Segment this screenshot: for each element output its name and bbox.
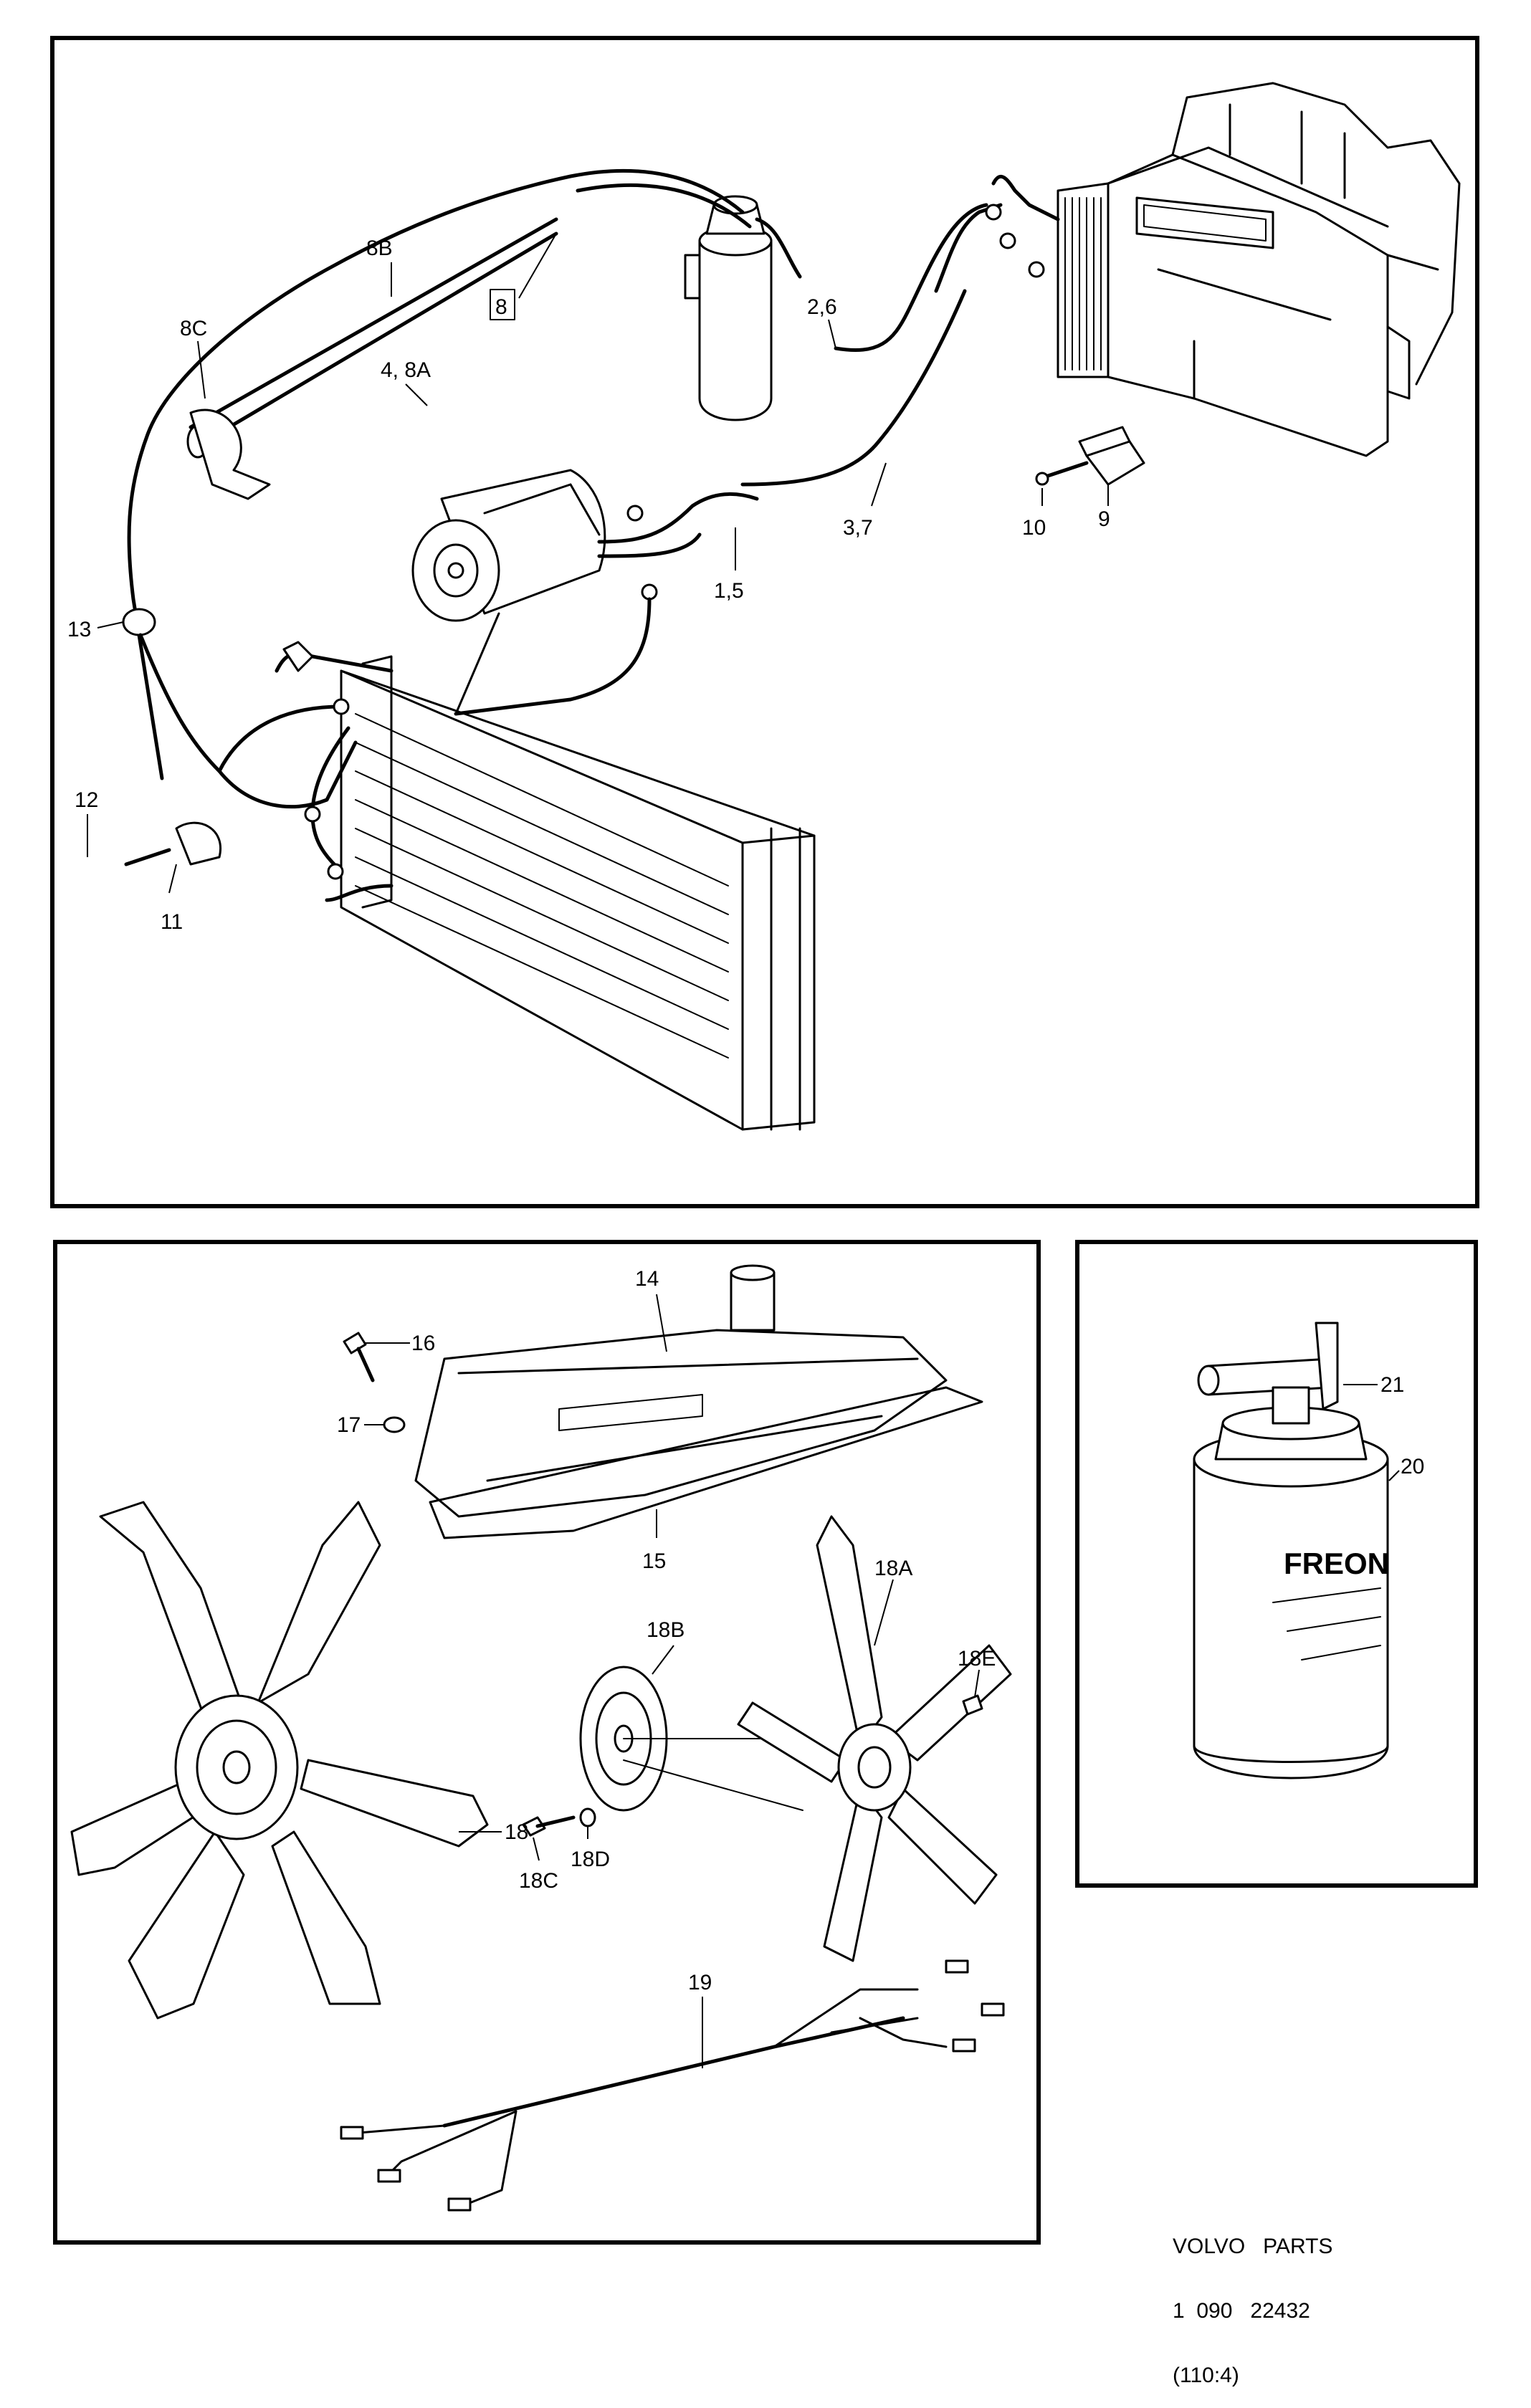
callout-18a: 18A [874, 1557, 912, 1580]
fan-shroud [414, 1264, 983, 1539]
fan-clutch-18b [579, 1666, 803, 1812]
refrigerant-can-drawing: FREON 21 20 [1193, 1322, 1424, 1779]
parts-reference: VOLVO PARTS 1 090 22432 (110:4) [1173, 2193, 1332, 2408]
hose-8b [186, 217, 558, 500]
callout-9: 9 [1098, 507, 1110, 531]
callout-21: 21 [1380, 1373, 1404, 1397]
fan-blade-18a [737, 1515, 1012, 1962]
fan-18 [70, 1501, 489, 2020]
callout-2-6: 2,6 [807, 295, 837, 319]
callouts-bottom-left: 14 16 17 15 18A 18B 18E 18C 18D 18 19 [337, 1267, 996, 2068]
bolt-16 [343, 1332, 406, 1433]
callout-13: 13 [67, 618, 91, 641]
callout-20: 20 [1401, 1455, 1424, 1478]
tap-valve [1197, 1322, 1339, 1425]
freon-can: FREON [1193, 1406, 1389, 1779]
callout-10: 10 [1022, 516, 1046, 540]
callout-8c: 8C [180, 317, 207, 340]
callout-14: 14 [635, 1267, 659, 1291]
evaporator-unit [1057, 82, 1461, 457]
callout-18c: 18C [519, 1869, 558, 1893]
callout-8b: 8B [366, 236, 393, 260]
footer-line-1: VOLVO PARTS [1173, 2235, 1333, 2258]
fan-and-shroud-drawing: 14 16 17 15 18A 18B 18E 18C 18D 18 19 [70, 1264, 1012, 2212]
wiring-harness-19 [340, 1959, 1005, 2212]
callout-18: 18 [505, 1820, 528, 1844]
callout-18d: 18D [571, 1848, 610, 1871]
callout-15: 15 [642, 1549, 666, 1573]
fan-and-shroud-panel: 14 16 17 15 18A 18B 18E 18C 18D 18 19 [53, 1240, 1041, 2245]
callout-19: 19 [688, 1971, 712, 1994]
callout-1-5: 1,5 [714, 579, 744, 603]
ac-system-drawing: 8B 8C 8 4, 8A 2,6 3,7 10 9 1,5 13 12 11 [67, 82, 1461, 1131]
callout-4-8a: 4, 8A [381, 358, 431, 382]
callout-8: 8 [495, 295, 507, 319]
callout-12: 12 [75, 788, 98, 812]
footer-line-2: 1 090 22432 [1173, 2299, 1310, 2323]
condenser-hoses [124, 612, 500, 880]
suction-hose [122, 168, 752, 780]
callout-16: 16 [411, 1332, 435, 1355]
receiver-drier [684, 195, 802, 421]
can-label: FREON [1284, 1547, 1389, 1580]
callouts-bottom-right: 21 20 [1343, 1373, 1424, 1481]
callout-3-7: 3,7 [843, 516, 873, 540]
bracket-9 [1035, 426, 1145, 486]
refrigerant-can-panel: FREON 21 20 [1075, 1240, 1478, 1888]
callout-17: 17 [337, 1413, 361, 1437]
evaporator-hoses [740, 174, 1060, 487]
callouts-top: 8B 8C 8 4, 8A 2,6 3,7 10 9 1,5 13 12 11 [67, 233, 1110, 934]
callout-18b: 18B [647, 1618, 685, 1642]
ac-system-panel: 8B 8C 8 4, 8A 2,6 3,7 10 9 1,5 13 12 11 [50, 36, 1479, 1208]
footer-line-3: (110:4) [1173, 2364, 1239, 2387]
callout-18e: 18E [958, 1647, 996, 1671]
callout-11: 11 [161, 910, 183, 934]
compressor [411, 469, 759, 716]
fasteners-18 [522, 1694, 983, 1837]
condenser [275, 641, 816, 1131]
